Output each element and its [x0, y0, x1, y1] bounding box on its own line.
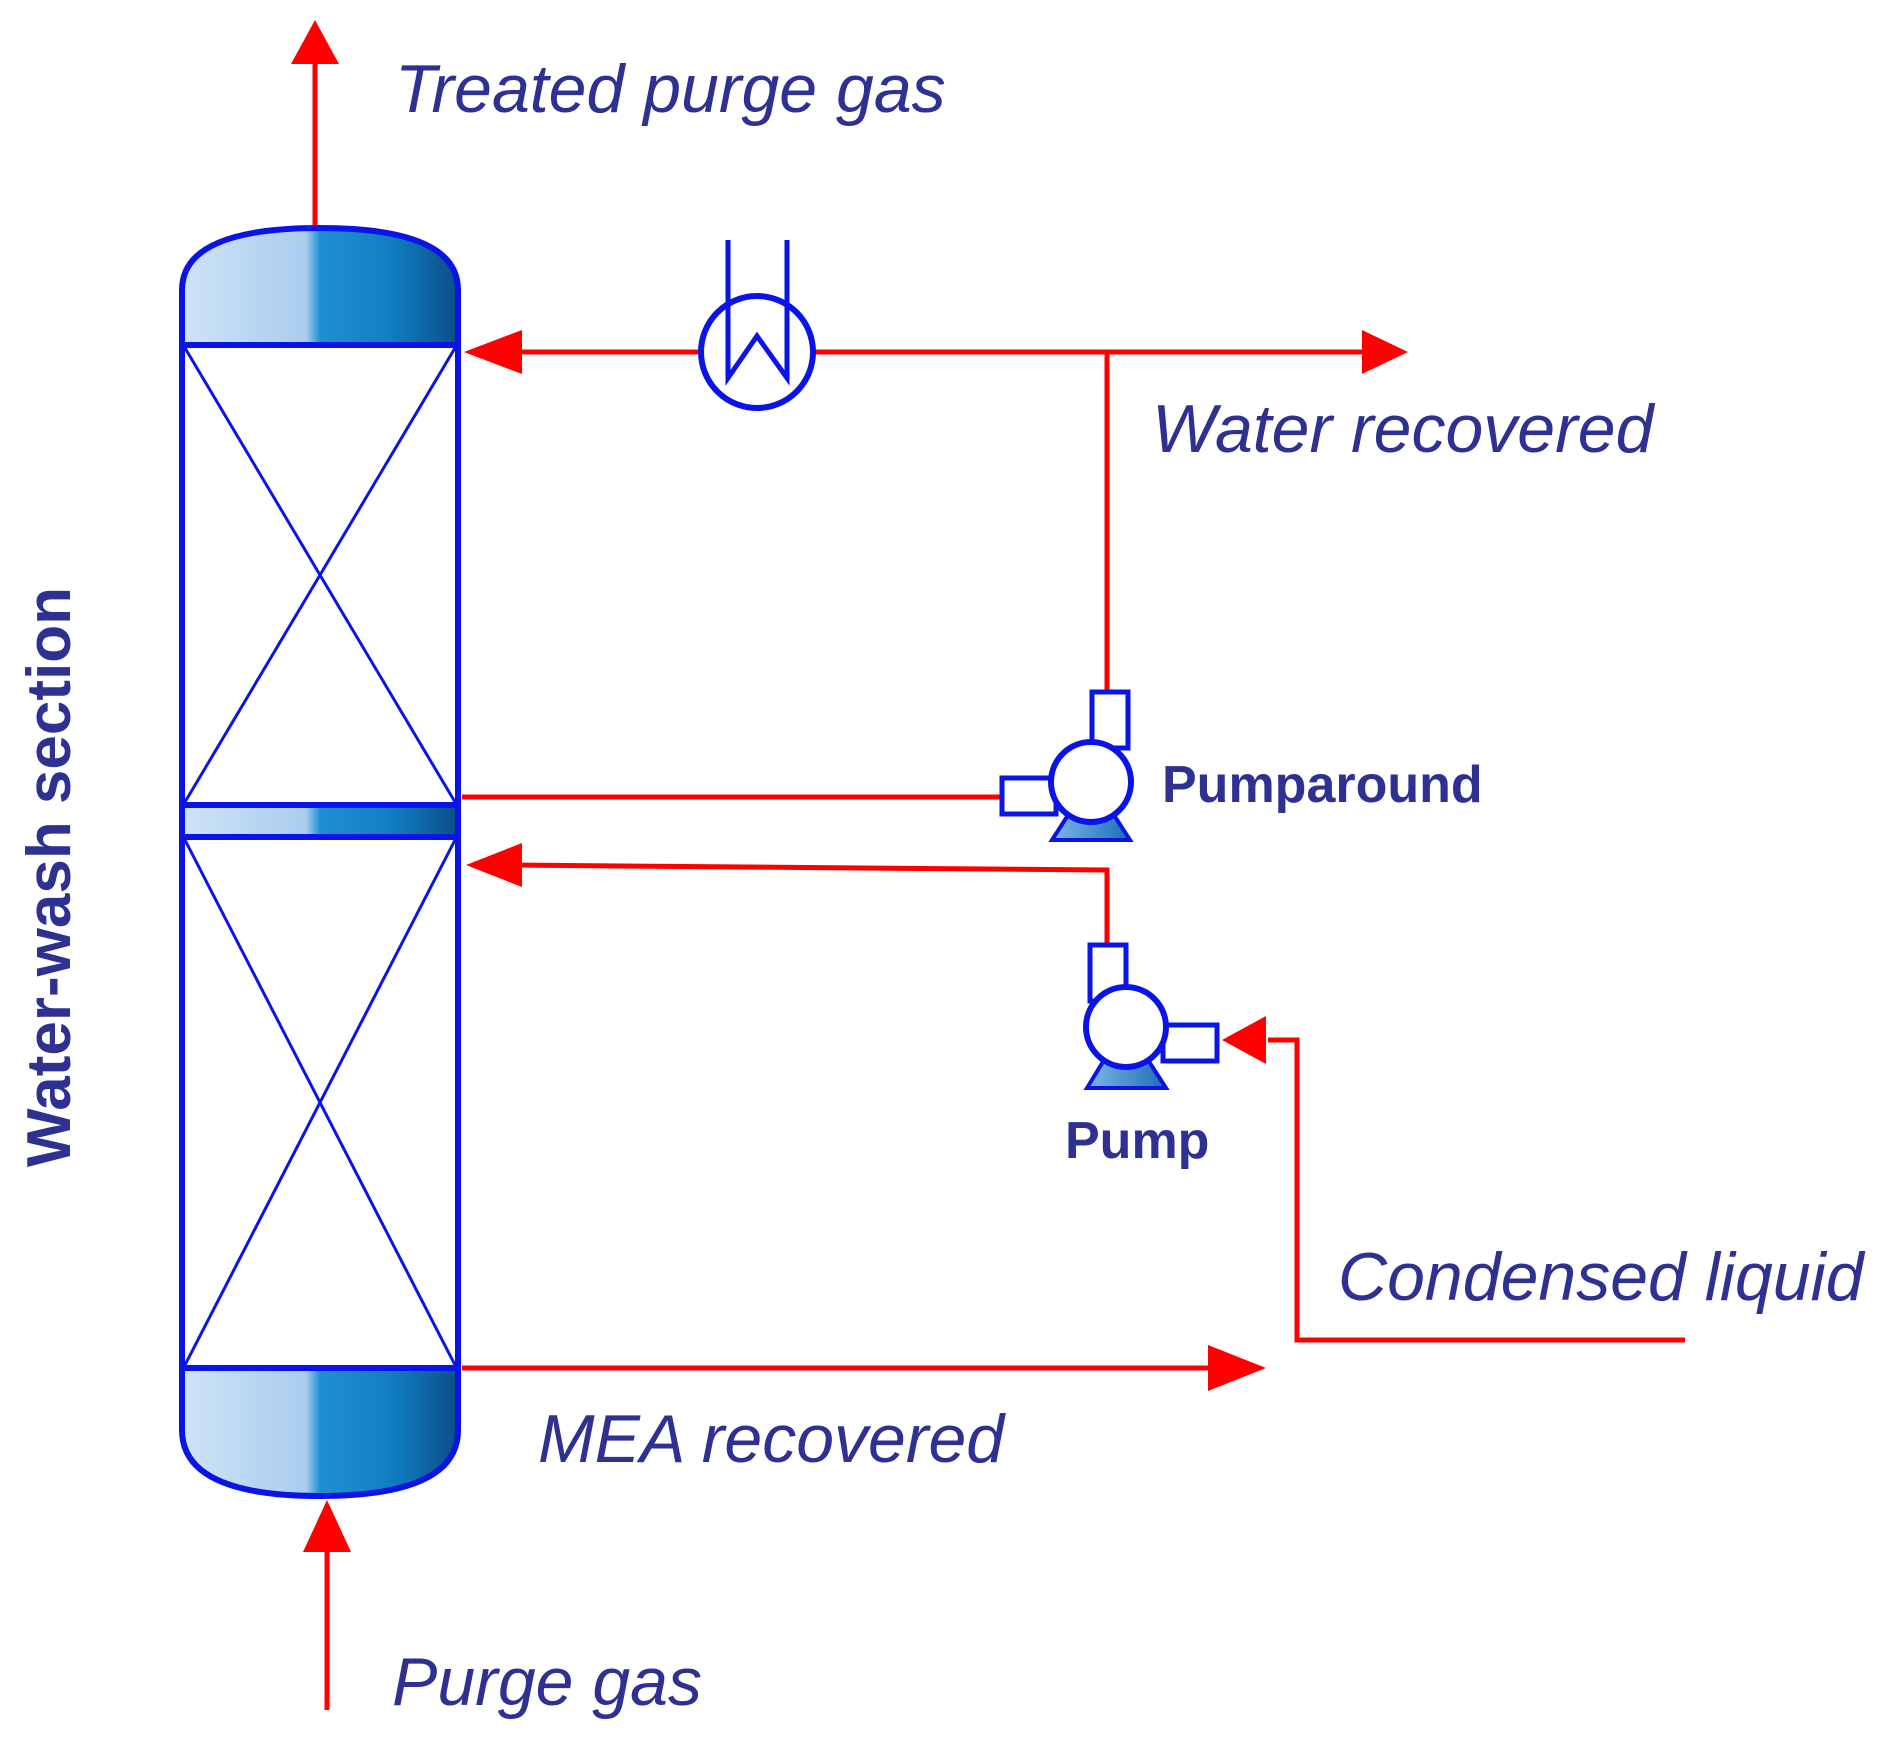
stream-purge-gas [303, 1500, 351, 1710]
pumparound-label: Pumparound [1162, 756, 1483, 814]
purge-gas-label: Purge gas [392, 1644, 702, 1720]
stream-treated-purge-gas [291, 20, 339, 225]
heat-exchanger-icon [698, 240, 816, 411]
treated-purge-gas-label: Treated purge gas [395, 51, 946, 127]
stream-pump-discharge [466, 843, 1110, 945]
mea-recovered-label: MEA recovered [538, 1401, 1006, 1477]
pump-label: Pump [1065, 1112, 1209, 1170]
packed-column-icon [179, 224, 461, 1500]
stream-reflux-line [464, 330, 1408, 374]
feed-pump-icon [1083, 942, 1220, 1090]
water-wash-section-label: Water-wash section [15, 587, 84, 1167]
condensed-liquid-label: Condensed liquid [1338, 1239, 1866, 1315]
stream-condensed-liquid [1222, 1016, 1685, 1343]
pumparound-pump-icon [999, 689, 1134, 842]
water-recovered-label: Water recovered [1152, 391, 1656, 467]
stream-mea-recovered [462, 1345, 1266, 1391]
